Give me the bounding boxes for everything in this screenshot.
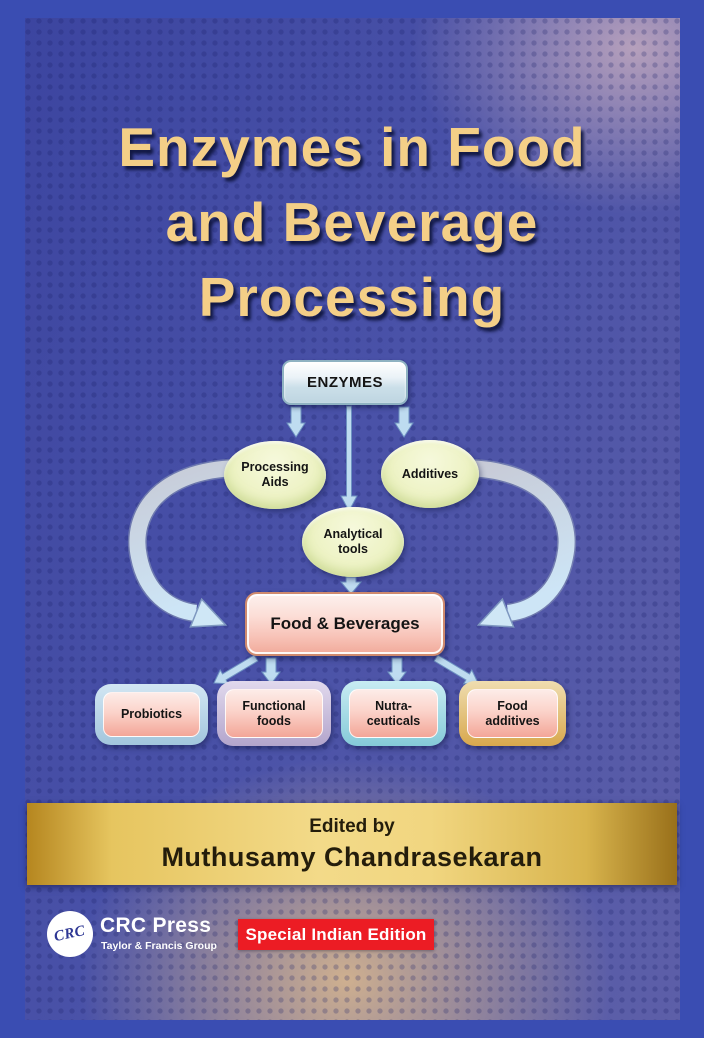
node-nutraceuticals-line2: ceuticals bbox=[366, 713, 421, 728]
node-food-beverages: Food & Beverages bbox=[245, 592, 445, 656]
node-nutraceuticals-line1: Nutra- bbox=[375, 698, 412, 713]
editor-banner: Edited by Muthusamy Chandrasekaran bbox=[27, 803, 677, 885]
book-title-line-1: Enzymes in Food bbox=[118, 116, 586, 178]
special-edition-badge: Special Indian Edition bbox=[238, 919, 434, 950]
editor-name: Muthusamy Chandrasekaran bbox=[161, 841, 543, 872]
node-additives-line1: Additives bbox=[401, 466, 459, 481]
book-title-line-3: Processing bbox=[198, 266, 506, 328]
node-food-additives-inner: Food additives bbox=[467, 689, 558, 738]
node-probiotics: Probiotics bbox=[95, 684, 208, 745]
publisher-name: CRC Press bbox=[100, 914, 212, 937]
book-title-line-2: and Beverage bbox=[165, 191, 539, 253]
node-functional-foods-inner: Functional foods bbox=[225, 689, 323, 738]
node-probiotics-inner: Probiotics bbox=[103, 692, 200, 737]
node-analytical-tools-line1: Analytical bbox=[323, 527, 383, 542]
special-edition-badge-label: Special Indian Edition bbox=[245, 924, 427, 944]
node-functional-foods-line2: foods bbox=[256, 713, 292, 728]
node-nutraceuticals-inner: Nutra- ceuticals bbox=[349, 689, 438, 738]
node-functional-foods: Functional foods bbox=[217, 681, 331, 746]
node-analytical-tools-line2: tools bbox=[338, 542, 368, 556]
publisher-tagline: Taylor & Francis Group bbox=[101, 940, 217, 952]
node-enzymes: ENZYMES bbox=[282, 360, 408, 405]
node-enzymes-label: ENZYMES bbox=[306, 374, 383, 391]
node-food-beverages-label: Food & Beverages bbox=[270, 614, 420, 633]
crc-logo-icon: CRC bbox=[47, 911, 93, 957]
node-food-additives-line2: additives bbox=[485, 713, 540, 728]
node-functional-foods-line1: Functional bbox=[242, 698, 306, 713]
node-additives: Additives bbox=[381, 440, 479, 508]
edited-by-label: Edited by bbox=[309, 815, 395, 837]
node-nutraceuticals: Nutra- ceuticals bbox=[341, 681, 446, 746]
node-processing-aids-line1: Processing bbox=[241, 460, 309, 475]
node-food-additives: Food additives bbox=[459, 681, 566, 746]
node-analytical-tools: Analytical tools bbox=[302, 507, 404, 577]
node-food-additives-line1: Food bbox=[497, 698, 528, 713]
book-title: Enzymes in Food and Beverage Processing bbox=[0, 110, 704, 335]
node-processing-aids: Processing Aids bbox=[224, 441, 326, 509]
node-probiotics-line1: Probiotics bbox=[120, 707, 183, 721]
crc-monogram: CRC bbox=[52, 922, 87, 945]
node-processing-aids-line2: Aids bbox=[261, 475, 289, 489]
